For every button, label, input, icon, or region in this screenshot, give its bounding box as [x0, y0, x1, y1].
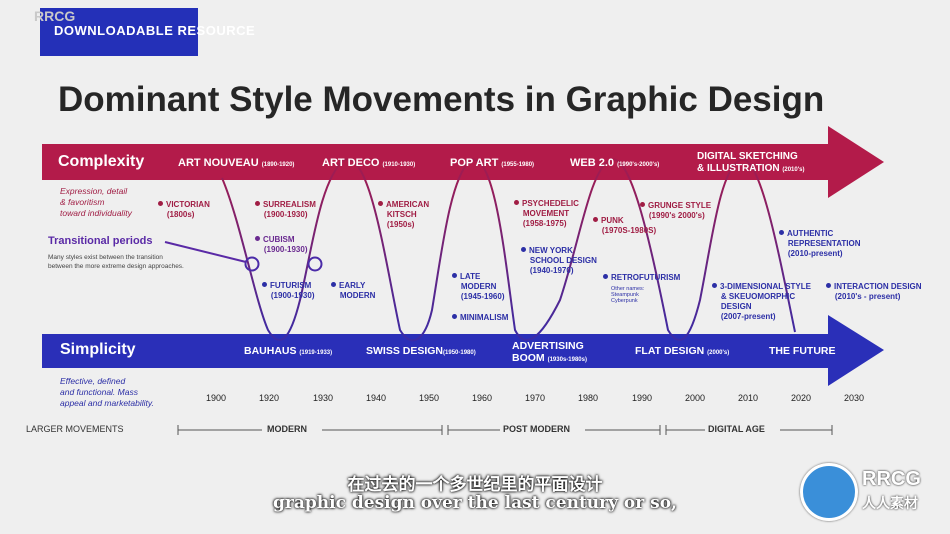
era-digital-age: DIGITAL AGE — [708, 424, 765, 434]
style-late-modern: LATE MODERN (1945-1960) — [452, 272, 504, 302]
logo-name: RRCG — [862, 468, 921, 490]
style-new-york-school: NEW YORK SCHOOL DESIGN (1940-1970) — [521, 246, 597, 276]
style-minimalism: MINIMALISM — [452, 313, 508, 323]
year-label: 1900 — [206, 393, 227, 403]
corner-watermark: RRCG — [34, 8, 76, 24]
simplicity-arrow — [42, 315, 884, 386]
era-modern: MODERN — [267, 424, 307, 434]
rrcg-logo-icon — [800, 463, 858, 521]
movement-art-nouveau: ART NOUVEAU (1890-1920) — [178, 157, 295, 169]
movement-web-2: WEB 2.0 (1990's-2000's) — [570, 157, 660, 169]
style-victorian: VICTORIAN (1800s) — [158, 200, 210, 220]
year-label: 2010 — [738, 393, 759, 403]
movement-the-future: THE FUTURE — [769, 345, 836, 357]
year-label: 1930 — [313, 393, 334, 403]
transitional-description: Many styles exist between the transition… — [48, 254, 184, 270]
style-punk: PUNK (1970S-1980S) — [593, 216, 656, 236]
style-grunge: GRUNGE STYLE (1990's 2000's) — [640, 201, 711, 221]
style-psychedelic: PSYCHEDELIC MOVEMENT (1958-1975) — [514, 199, 579, 229]
simplicity-label: Simplicity — [60, 341, 136, 358]
style-surrealism: SURREALISM (1900-1930) — [255, 200, 316, 220]
year-label: 1980 — [578, 393, 599, 403]
year-label: 2000 — [685, 393, 706, 403]
larger-movements-label: LARGER MOVEMENTS — [26, 424, 124, 434]
complexity-label: Complexity — [58, 153, 145, 170]
style-interaction-design: INTERACTION DESIGN (2010's - present) — [826, 282, 922, 302]
year-label: 1960 — [472, 393, 493, 403]
year-label: 1990 — [632, 393, 653, 403]
transitional-periods-label: Transitional periods — [48, 235, 153, 247]
transition-circle-1 — [244, 256, 260, 272]
movement-pop-art: POP ART (1955-1980) — [450, 157, 535, 169]
year-label: 1940 — [366, 393, 387, 403]
style-wave — [221, 158, 796, 342]
logo-subtitle: 人人素材 — [862, 495, 918, 511]
complexity-arrow — [42, 126, 884, 198]
year-label: 2020 — [791, 393, 812, 403]
transition-pointer — [164, 241, 247, 263]
transition-circle-2 — [307, 256, 323, 272]
style-cubism: CUBISM (1900-1930) — [255, 235, 307, 255]
style-retrofuturism: RETROFUTURISM — [603, 273, 680, 283]
style-early-modern: EARLY MODERN — [331, 281, 375, 301]
movement-swiss-design: SWISS DESIGN(1950-1980) — [366, 345, 476, 357]
style-authentic-representation: AUTHENTIC REPRESENTATION (2010-present) — [779, 229, 861, 259]
year-label: 2030 — [844, 393, 865, 403]
badge-label: DOWNLOADABLE RESOURCE — [54, 23, 256, 38]
page-title: Dominant Style Movements in Graphic Desi… — [58, 80, 825, 119]
downloadable-resource-badge: DOWNLOADABLE RESOURCE — [40, 8, 255, 56]
style-3d-skeuomorphic: 3-DIMENSIONAL STYLE & SKEUOMORPHIC DESIG… — [712, 282, 811, 322]
movement-flat-design: FLAT DESIGN (2000's) — [635, 345, 730, 357]
movement-digital-sketching: DIGITAL SKETCHING& ILLUSTRATION (2010's) — [697, 151, 805, 174]
movement-art-deco: ART DECO (1910-1930) — [322, 157, 416, 169]
era-post-modern: POST MODERN — [503, 424, 571, 434]
subtitle-chinese: 在过去的一个多世纪里的平面设计 — [347, 475, 603, 494]
style-american-kitsch: AMERICAN KITSCH (1950s) — [378, 200, 429, 230]
year-label: 1970 — [525, 393, 546, 403]
subtitle-english: graphic design over the last century or … — [273, 493, 677, 513]
year-label: 1920 — [259, 393, 280, 403]
year-label: 1950 — [419, 393, 440, 403]
movement-bauhaus: BAUHAUS (1919-1933) — [244, 345, 333, 357]
style-futurism: FUTURISM (1900-1930) — [262, 281, 314, 301]
